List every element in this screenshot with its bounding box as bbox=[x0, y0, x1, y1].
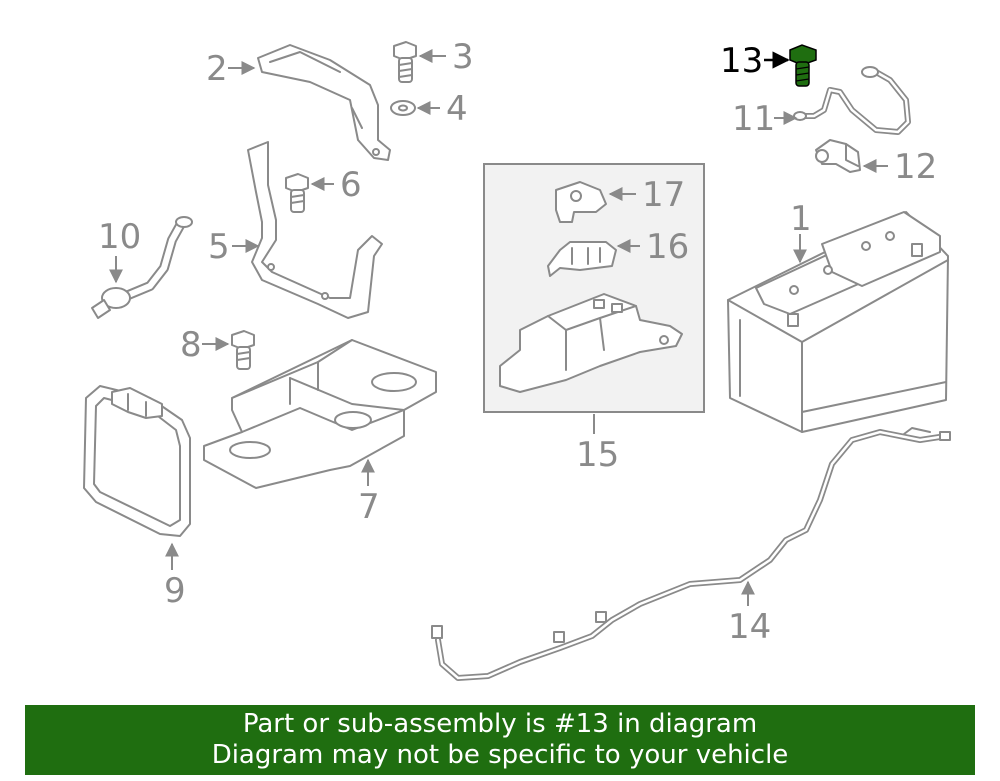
callout-5: 5 bbox=[208, 227, 260, 267]
callout-6: 6 bbox=[310, 165, 362, 205]
svg-text:1: 1 bbox=[790, 199, 812, 239]
svg-text:13: 13 bbox=[720, 41, 763, 81]
svg-text:14: 14 bbox=[728, 607, 771, 647]
callout-1: 1 bbox=[790, 199, 812, 264]
part-1-battery bbox=[727, 211, 949, 433]
svg-text:3: 3 bbox=[452, 37, 474, 77]
part-14-wiring-harness bbox=[431, 427, 951, 681]
part-9-insulator bbox=[83, 385, 191, 537]
part-10-vent-hose bbox=[91, 216, 193, 319]
svg-text:7: 7 bbox=[358, 487, 380, 527]
svg-text:4: 4 bbox=[446, 89, 468, 129]
callout-10: 10 bbox=[98, 217, 141, 284]
parts-diagram: 1 2 3 4 5 6 7 8 9 10 11 12 bbox=[83, 37, 951, 681]
svg-text:10: 10 bbox=[98, 217, 141, 257]
part-11-ground-cable bbox=[793, 66, 911, 135]
callout-17: 17 bbox=[608, 175, 685, 215]
part-7-battery-tray bbox=[203, 339, 437, 489]
svg-text:17: 17 bbox=[642, 175, 685, 215]
svg-text:16: 16 bbox=[646, 227, 689, 267]
svg-text:9: 9 bbox=[164, 571, 186, 611]
part-2-bracket bbox=[257, 44, 391, 161]
callout-9: 9 bbox=[164, 542, 186, 611]
svg-text:12: 12 bbox=[894, 147, 937, 187]
part-3-bolt bbox=[393, 41, 417, 83]
svg-text:6: 6 bbox=[340, 165, 362, 205]
svg-text:2: 2 bbox=[206, 49, 228, 89]
part-13-bolt-highlighted bbox=[789, 44, 817, 87]
callout-11: 11 bbox=[732, 99, 798, 139]
part-5-hold-down-bracket bbox=[247, 141, 383, 319]
part-4-washer bbox=[390, 100, 416, 116]
callout-13-highlighted: 13 bbox=[720, 41, 790, 81]
callout-2: 2 bbox=[206, 49, 256, 89]
callout-16: 16 bbox=[616, 227, 689, 267]
part-15-sensor-group bbox=[483, 163, 705, 413]
part-8-bolt bbox=[231, 330, 255, 370]
svg-text:8: 8 bbox=[180, 325, 202, 365]
svg-text:5: 5 bbox=[208, 227, 230, 267]
svg-text:15: 15 bbox=[576, 435, 619, 475]
callout-4: 4 bbox=[416, 89, 468, 129]
svg-text:11: 11 bbox=[732, 99, 775, 139]
banner-line-1: Part or sub-assembly is #13 in diagram bbox=[242, 709, 758, 739]
callout-15: 15 bbox=[576, 414, 619, 475]
callout-14: 14 bbox=[728, 580, 771, 647]
banner-line-2: Diagram may not be specific to your vehi… bbox=[211, 740, 789, 770]
info-banner: Part or sub-assembly is #13 in diagram D… bbox=[25, 705, 975, 775]
callout-8: 8 bbox=[180, 325, 230, 365]
callout-12: 12 bbox=[862, 147, 937, 187]
callout-7: 7 bbox=[358, 458, 380, 527]
callout-3: 3 bbox=[418, 37, 474, 77]
part-6-bolt bbox=[285, 173, 309, 213]
part-12-terminal bbox=[815, 139, 861, 173]
